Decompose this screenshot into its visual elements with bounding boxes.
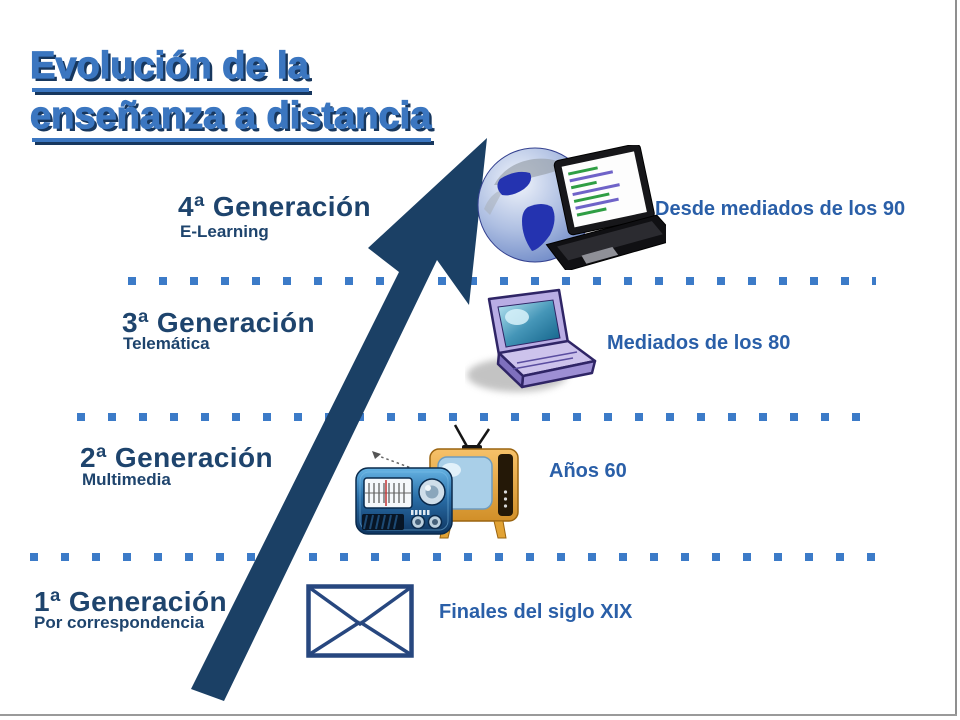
- dotted-divider-top: [128, 277, 876, 285]
- generation-1-period: Finales del siglo XIX: [439, 601, 633, 623]
- slide-right-border: [955, 0, 957, 716]
- dotted-divider-middle: [77, 413, 863, 421]
- generation-2-title: 2ª Generación: [80, 442, 273, 473]
- generation-1-title: 1ª Generación: [34, 586, 227, 617]
- page-title: Evolución de la enseñanza a distancia: [29, 45, 432, 146]
- generation-2-period: Años 60: [549, 460, 627, 482]
- dotted-divider-bottom: [30, 553, 875, 561]
- globe-laptop-icon: [477, 145, 666, 270]
- generation-3-subtitle: Telemática: [123, 334, 210, 353]
- generation-4-subtitle: E-Learning: [180, 222, 269, 241]
- generation-3-title: 3ª Generación: [122, 307, 315, 338]
- generation-1-subtitle: Por correspondencia: [34, 613, 205, 632]
- slide-bottom-border: [0, 714, 957, 716]
- title-line-2: enseñanza a distancia: [29, 95, 432, 142]
- radio-tv-icon: [355, 424, 519, 539]
- envelope-icon: [306, 584, 414, 658]
- generation-4-period: Desde mediados de los 90: [655, 198, 906, 220]
- retro-laptop-icon: [467, 288, 597, 392]
- generation-3-period: Mediados de los 80: [607, 332, 791, 354]
- title-line-1: Evolución de la: [29, 45, 309, 92]
- generation-2-subtitle: Multimedia: [82, 470, 171, 489]
- generation-4-title: 4ª Generación: [178, 191, 371, 222]
